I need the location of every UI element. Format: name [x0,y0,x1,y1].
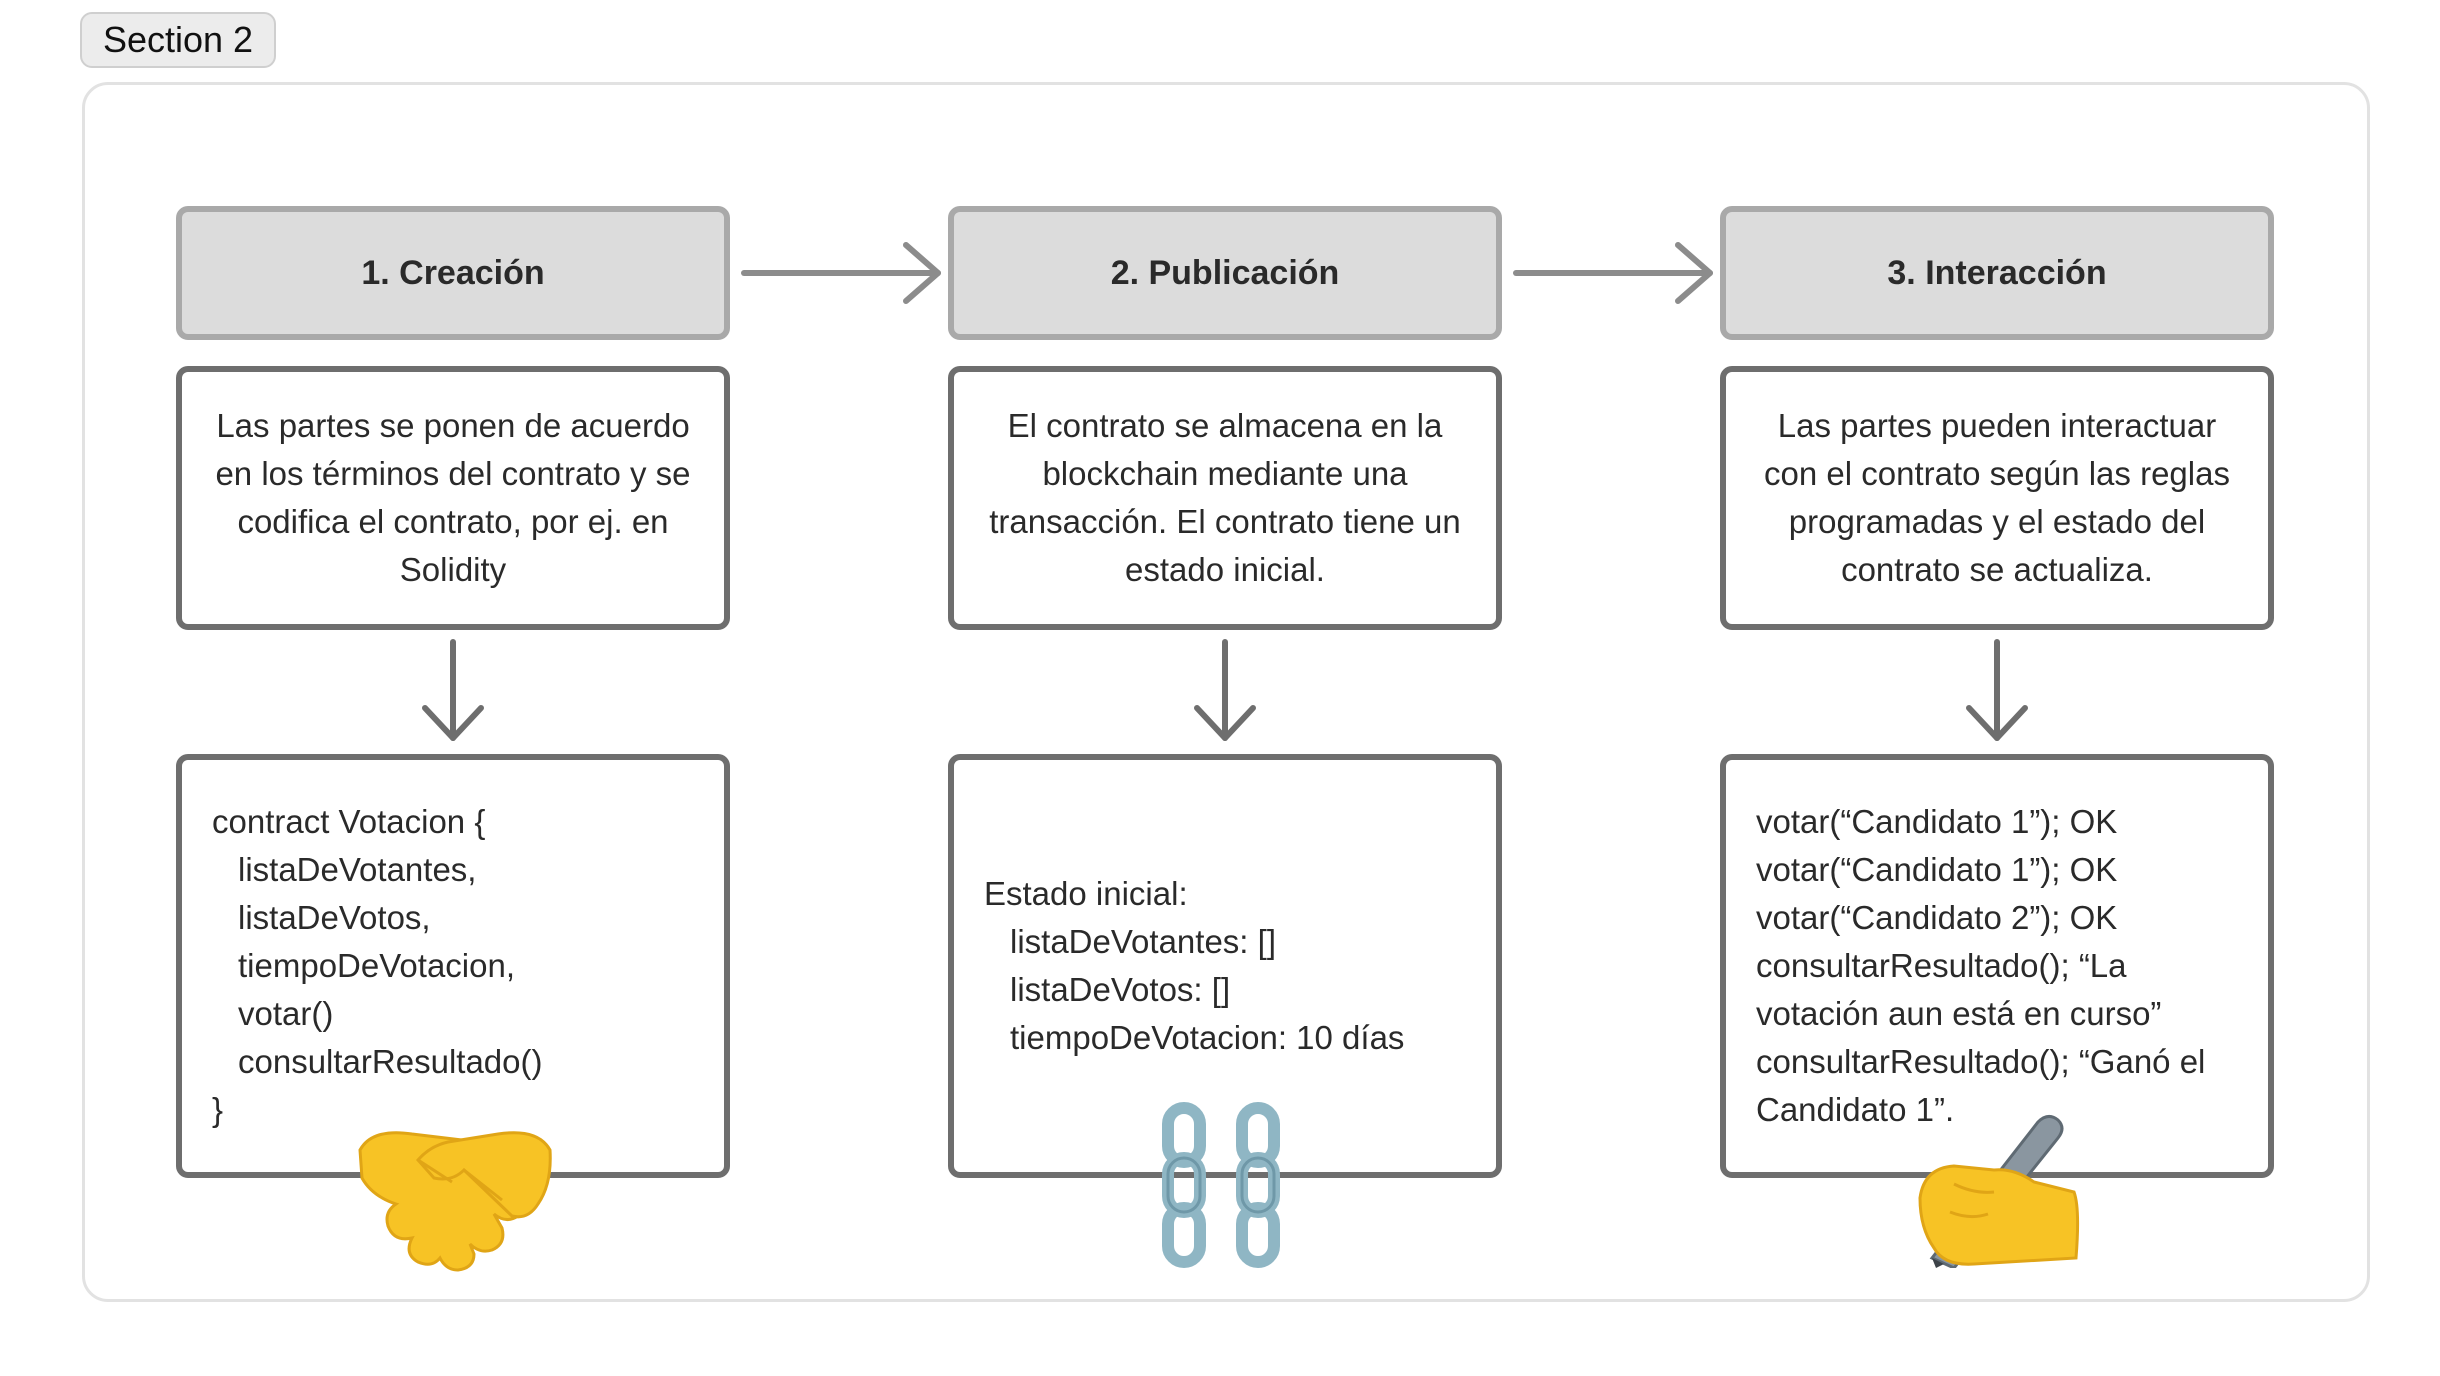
code-line: listaDeVotos, [238,899,431,936]
step-2-code-box: Estado inicial: listaDeVotantes: [] list… [948,754,1502,1178]
step-1-code-box: contract Votacion { listaDeVotantes, lis… [176,754,730,1178]
code-line: listaDeVotantes, [238,851,477,888]
step-1-header: 1. Creación [176,206,730,340]
step-3-description-text: Las partes pueden interactuar con el con… [1764,407,2230,588]
chain-icon [1162,1102,1280,1268]
step-3-code-box: votar(“Candidato 1”); OK votar(“Candidat… [1720,754,2274,1178]
state-line: listaDeVotantes: [] [1010,923,1276,960]
interaction-line: Candidato 1”. [1756,1091,1955,1128]
code-line: contract Votacion { [212,803,486,840]
step-3-header: 3. Interacción [1720,206,2274,340]
code-line: consultarResultado() [238,1043,543,1080]
section-label: Section 2 [80,12,276,68]
writing-hand-icon [1918,1115,2080,1268]
step-1-description: Las partes se ponen de acuerdo en los té… [176,366,730,630]
step-2-header: 2. Publicación [948,206,1502,340]
step-3-description: Las partes pueden interactuar con el con… [1720,366,2274,630]
handshake-icon [358,1131,552,1272]
state-line: tiempoDeVotacion: 10 días [1010,1019,1405,1056]
interaction-line: votar(“Candidato 1”); OK [1756,851,2118,888]
state-line: listaDeVotos: [] [1010,971,1231,1008]
interaction-line: votar(“Candidato 1”); OK [1756,803,2118,840]
state-line: Estado inicial: [984,875,1188,912]
code-line: } [212,1091,224,1128]
code-line: votar() [238,995,334,1032]
code-line: tiempoDeVotacion, [238,947,516,984]
step-2-description-text: El contrato se almacena en la blockchain… [989,407,1461,588]
step-2-description: El contrato se almacena en la blockchain… [948,366,1502,630]
step-1-description-text: Las partes se ponen de acuerdo en los té… [215,407,691,588]
interaction-line: consultarResultado(); “La [1756,947,2127,984]
interaction-line: votar(“Candidato 2”); OK [1756,899,2118,936]
interaction-line: consultarResultado(); “Ganó el [1756,1043,2206,1080]
interaction-line: votación aun está en curso” [1756,995,2162,1032]
